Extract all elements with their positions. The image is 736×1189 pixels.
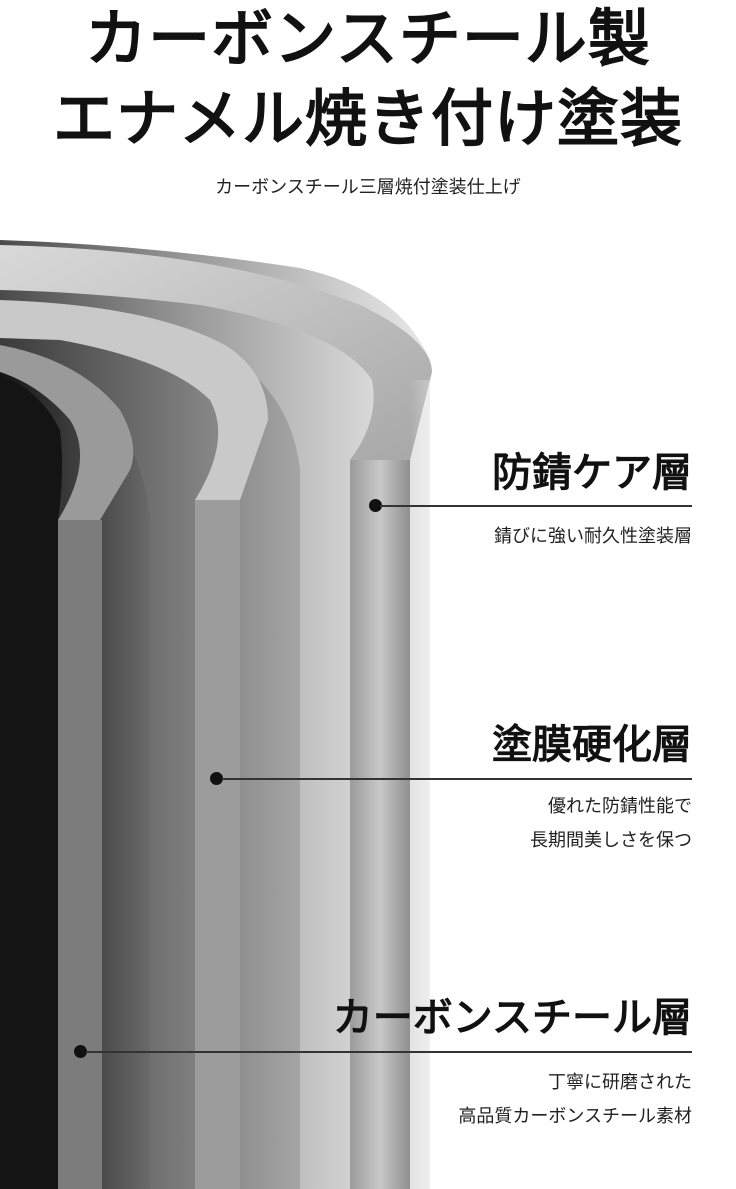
leader-line-1 xyxy=(380,505,692,507)
layer-desc-carbon-steel: 丁寧に研磨された 高品質カーボンスチール素材 xyxy=(458,1066,692,1134)
desc-line: 丁寧に研磨された xyxy=(548,1072,692,1093)
leader-line-3 xyxy=(86,1051,692,1053)
marker-dot-2 xyxy=(210,772,223,785)
marker-dot-1 xyxy=(369,499,382,512)
leader-line-2 xyxy=(222,778,692,780)
middle-rim xyxy=(0,300,268,500)
inner-rim xyxy=(0,345,134,520)
desc-line: 長期間美しさを保つ xyxy=(530,830,692,851)
outer-rim xyxy=(0,245,432,460)
layer-desc-rust-protection: 錆びに強い耐久性塗装層 xyxy=(494,520,692,554)
layer-title-rust-protection: 防錆ケア層 xyxy=(492,450,692,496)
inner-wall xyxy=(58,520,102,1189)
desc-line: 優れた防錆性能で xyxy=(548,796,692,817)
desc-line: 高品質カーボンスチール素材 xyxy=(458,1106,692,1127)
main-title-line-1: カーボンスチール製 xyxy=(85,2,651,75)
layer-title-hardened-coating: 塗膜硬化層 xyxy=(492,722,692,768)
layer-desc-hardened-coating: 優れた防錆性能で 長期間美しさを保つ xyxy=(530,790,692,858)
subtitle: カーボンスチール三層焼付塗装仕上げ xyxy=(215,177,521,198)
core xyxy=(0,375,63,1189)
layer-title-carbon-steel: カーボンスチール層 xyxy=(332,995,692,1041)
outer-wall xyxy=(350,460,410,1189)
main-title-line-2: エナメル焼き付け塗装 xyxy=(52,82,683,155)
desc-line: 錆びに強い耐久性塗装層 xyxy=(494,526,692,547)
marker-dot-3 xyxy=(74,1045,87,1058)
middle-wall xyxy=(195,500,240,1189)
